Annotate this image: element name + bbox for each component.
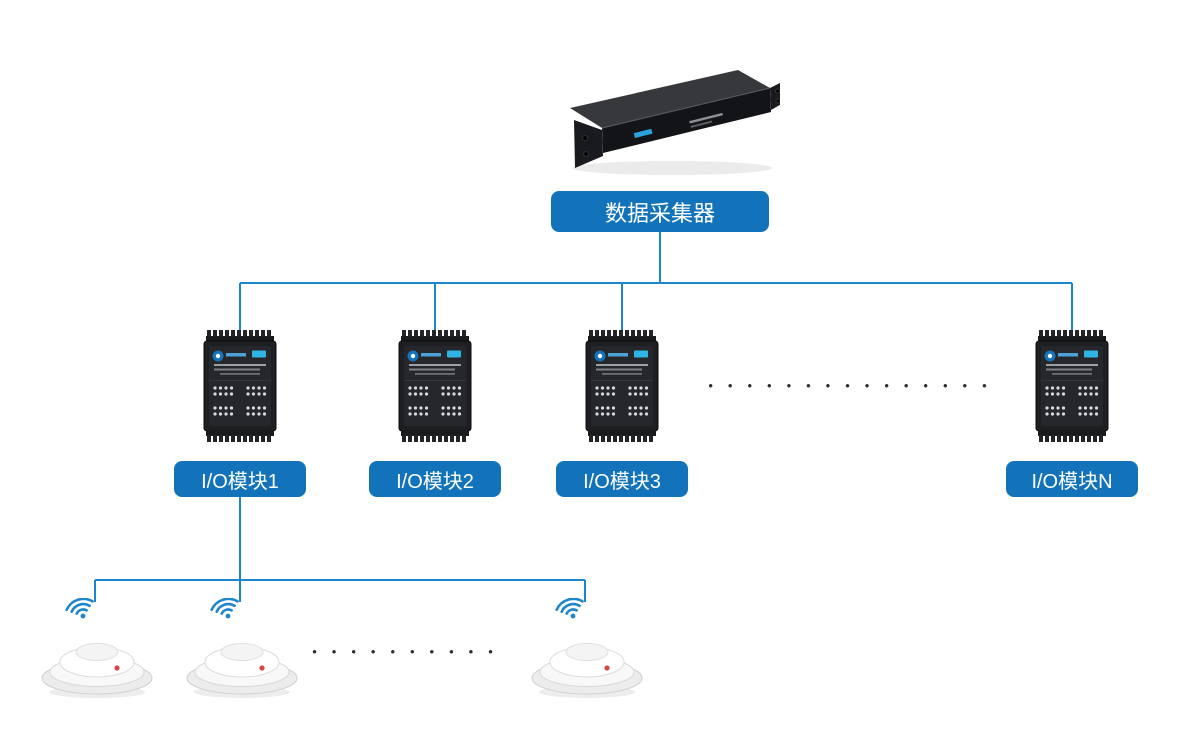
detector-body	[41, 643, 153, 699]
io-module-illustration	[1034, 330, 1110, 442]
io-module-device	[202, 330, 278, 442]
io-module-device	[584, 330, 660, 442]
module-label: I/O模块3	[556, 461, 688, 497]
io-module-illustration	[397, 330, 473, 442]
io-module-device	[1034, 330, 1110, 442]
smoke-detector-device	[180, 594, 300, 699]
module-label: I/O模块2	[369, 461, 501, 497]
smoke-detector-illustration	[531, 594, 643, 699]
smoke-detector-device	[525, 594, 645, 699]
ellipsis-detectors: ••••••••••	[312, 644, 508, 659]
wifi-icon	[553, 594, 588, 624]
io-module-illustration	[584, 330, 660, 442]
smoke-detector-illustration	[41, 594, 153, 699]
wifi-icon	[63, 594, 98, 624]
data-collector-device	[540, 50, 785, 185]
collector-label: 数据采集器	[551, 191, 769, 232]
smoke-detector-illustration	[186, 594, 298, 699]
module-label: I/O模块1	[174, 461, 306, 497]
io-module-device	[397, 330, 473, 442]
wifi-icon	[208, 594, 243, 624]
ellipsis-modules: •••••••••••••••	[708, 378, 1002, 393]
detector-body	[531, 643, 643, 699]
rack-server-illustration	[570, 70, 785, 175]
smoke-detector-device	[35, 594, 155, 699]
module-label: I/O模块N	[1006, 461, 1138, 497]
detector-body	[186, 643, 298, 699]
io-module-illustration	[202, 330, 278, 442]
